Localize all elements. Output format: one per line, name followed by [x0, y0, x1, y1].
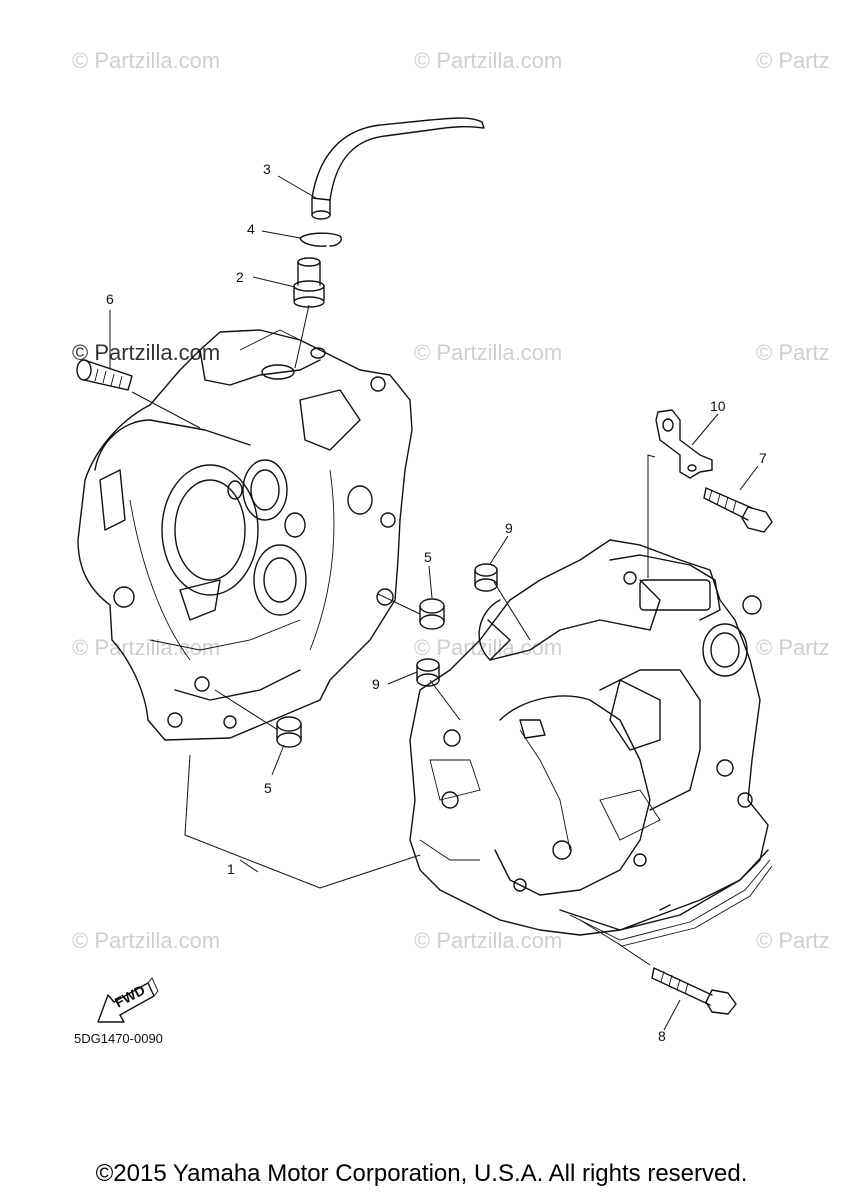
watermark: © Partz	[756, 48, 830, 73]
watermark: © Partzilla.com	[414, 928, 563, 953]
watermark: © Partzilla.com	[72, 340, 221, 365]
callout-9a: 9	[505, 520, 513, 536]
callout-7: 7	[759, 450, 767, 466]
callout-1: 1	[227, 861, 235, 877]
hose-clip	[299, 232, 342, 247]
left-crankcase-half	[77, 329, 413, 741]
fwd-arrow-icon: FWD	[97, 977, 159, 1023]
bracket	[655, 409, 713, 479]
watermark: © Partzilla.com	[72, 635, 221, 660]
callout-8: 8	[658, 1028, 666, 1044]
callout-5b: 5	[264, 780, 272, 796]
callout-3: 3	[263, 161, 271, 177]
bolt-lower-right	[651, 967, 737, 1015]
callout-6: 6	[106, 291, 114, 307]
watermark: © Partzilla.com	[414, 635, 563, 660]
watermark: © Partz	[756, 340, 830, 365]
fwd-label: FWD	[112, 982, 148, 1011]
leader-lines	[109, 175, 759, 1031]
right-crankcase-half	[409, 539, 773, 947]
breather-hose	[311, 117, 485, 220]
breather-fitting	[293, 257, 325, 308]
watermark: © Partzilla.com	[72, 928, 221, 953]
callout-5a: 5	[424, 549, 432, 565]
bolt-left	[76, 359, 133, 391]
watermark: © Partzilla.com	[414, 340, 563, 365]
callout-2: 2	[236, 269, 244, 285]
callout-9b: 9	[372, 676, 380, 692]
watermark: © Partz	[756, 928, 830, 953]
dowel-pin-9-upper	[474, 563, 498, 592]
dowel-pin-lower	[276, 716, 302, 748]
callout-4: 4	[247, 221, 255, 237]
watermark: © Partzilla.com	[414, 48, 563, 73]
watermark: © Partz	[756, 635, 830, 660]
diagram-code: 5DG1470-0090	[74, 1031, 163, 1046]
bolt-upper-right	[703, 487, 773, 533]
dowel-pin-upper	[419, 598, 445, 630]
watermark: © Partzilla.com	[72, 48, 221, 73]
callout-10: 10	[710, 398, 726, 414]
copyright-notice: ©2015 Yamaha Motor Corporation, U.S.A. A…	[95, 1160, 748, 1187]
dowel-pin-9-lower	[416, 658, 440, 687]
